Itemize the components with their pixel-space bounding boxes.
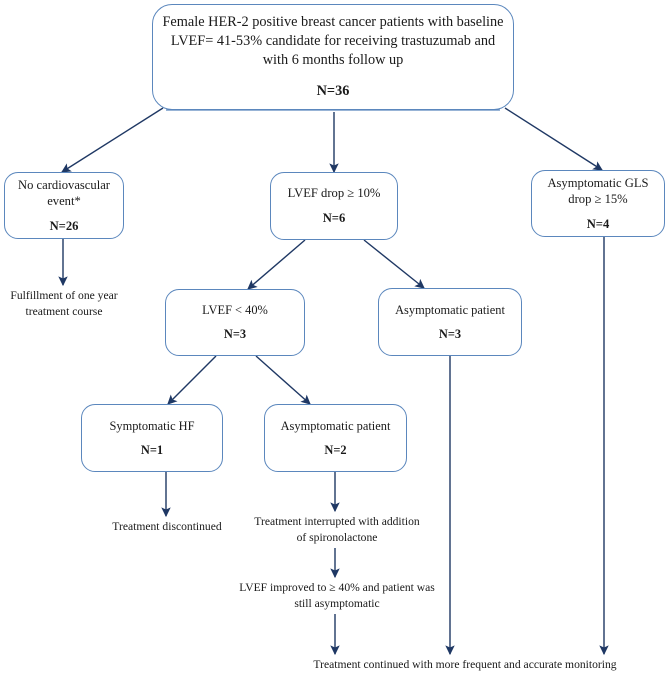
- edge-root-to-gls-drop: [504, 107, 603, 171]
- leaf-treatment-discontinued: Treatment discontinued: [112, 520, 222, 533]
- node-lvef-drop[interactable]: LVEF drop ≥ 10% N=6: [270, 172, 398, 240]
- node-symptomatic-hf[interactable]: Symptomatic HF N=1: [81, 404, 223, 472]
- edge-lvef-under40-to-symptomatic-hf: [167, 355, 217, 405]
- node-symptomatic-hf-count: N=1: [140, 442, 164, 457]
- node-asymptomatic-patient-n2-count: N=2: [324, 442, 347, 457]
- node-symptomatic-hf-text: Symptomatic HF: [109, 418, 195, 433]
- leaf-treatment-interrupted-with-spironolactone: Treatment interrupted with addition of s…: [254, 515, 420, 544]
- node-no-cardiovascular-event-count: N=26: [49, 218, 79, 233]
- node-gls-drop-text: Asymptomatic GLS drop ≥ 15%: [547, 175, 649, 207]
- leaf-fulfillment-of-one-year-treatment-course: Fulfillment of one year treatment course: [10, 289, 118, 318]
- node-lvef-under-40-text: LVEF < 40%: [202, 303, 268, 318]
- edge-lvef-drop-to-lvef-under40: [247, 239, 306, 290]
- node-asymptomatic-patient-n3[interactable]: Asymptomatic patient N=3: [378, 288, 522, 356]
- node-no-cardiovascular-event[interactable]: No cardiovascular event* N=26: [4, 172, 124, 239]
- edge-root-to-no-cv-event: [61, 107, 164, 173]
- node-lvef-drop-count: N=6: [322, 210, 346, 225]
- node-gls-drop[interactable]: Asymptomatic GLS drop ≥ 15% N=4: [531, 170, 665, 237]
- node-root-count: N=36: [316, 82, 350, 99]
- node-lvef-under-40-count: N=3: [223, 327, 247, 342]
- node-gls-drop-count: N=4: [586, 216, 610, 231]
- edge-lvef-under40-to-asymptomatic-2: [255, 355, 311, 405]
- node-asymptomatic-patient-n2[interactable]: Asymptomatic patient N=2: [264, 404, 407, 472]
- node-root[interactable]: Female HER-2 positive breast cancer pati…: [152, 4, 514, 110]
- edge-lvef-drop-to-asymptomatic-3: [363, 239, 425, 289]
- node-asymptomatic-patient-n2-text: Asymptomatic patient: [280, 418, 391, 433]
- node-lvef-drop-text: LVEF drop ≥ 10%: [287, 186, 381, 201]
- node-root-text: Female HER-2 positive breast cancer pati…: [162, 14, 504, 68]
- node-lvef-under-40[interactable]: LVEF < 40% N=3: [165, 289, 305, 356]
- node-no-cardiovascular-event-text: No cardiovascular event*: [18, 177, 110, 209]
- node-asymptomatic-patient-n3-text: Asymptomatic patient: [395, 302, 505, 317]
- node-asymptomatic-patient-n3-count: N=3: [438, 326, 462, 341]
- leaf-lvef-improved-patient-asymptomatic: LVEF improved to ≥ 40% and patient was s…: [239, 581, 435, 610]
- leaf-treatment-continued-monitoring: Treatment continued with more frequent a…: [313, 658, 617, 671]
